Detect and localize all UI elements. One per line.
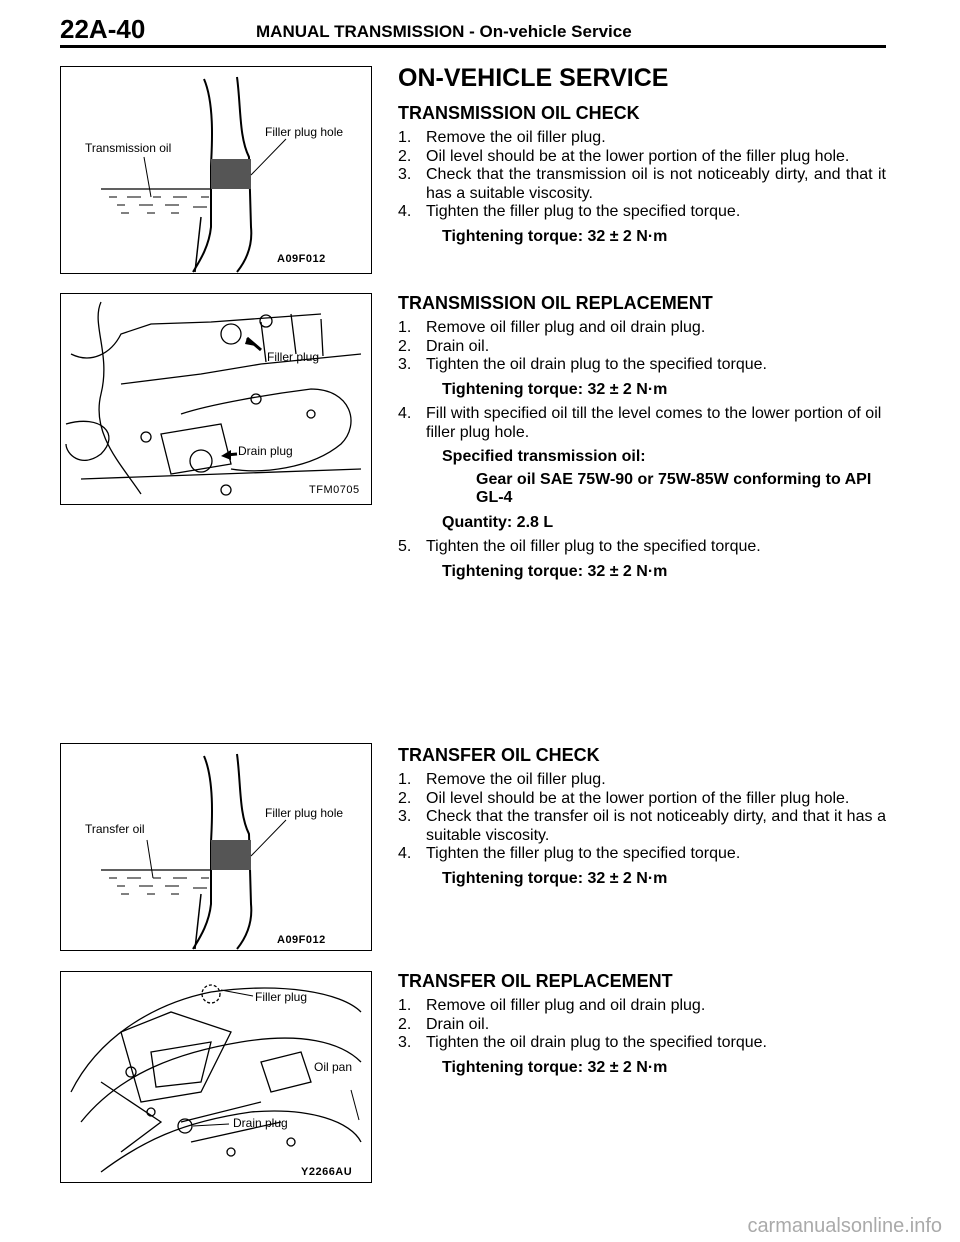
transmission-case-illustration — [65, 301, 362, 496]
figure-code: TFM0705 — [309, 484, 360, 496]
figure-transmission-oil-replacement: Filler plug Drain plug TFM0705 — [60, 293, 372, 505]
figure-transfer-oil-check: Transfer oil Filler plug hole A09F012 — [60, 743, 372, 951]
torque-spec: Tightening torque: 32 ± 2 N·m — [442, 869, 668, 887]
filler-plug-hole-label: Filler plug hole — [265, 125, 344, 139]
step-4: 4.Tighten the filler plug to the specifi… — [398, 203, 741, 220]
step-2: 2.Drain oil. — [398, 1015, 490, 1033]
section-transmission-oil-replacement: TRANSMISSION OIL REPLACEMENT 1.Remove oi… — [398, 292, 886, 581]
step-1: 1.Remove oil filler plug and oil drain p… — [398, 997, 706, 1014]
torque-spec: Tightening torque: 32 ± 2 N·m — [442, 562, 668, 580]
header-divider — [60, 45, 886, 48]
step-1: 1.Remove the oil filler plug. — [398, 129, 606, 146]
page-title: MANUAL TRANSMISSION - On-vehicle Service — [256, 22, 632, 41]
drain-plug-label: Drain plug — [233, 1116, 288, 1130]
filler-plug-label: Filler plug — [255, 990, 308, 1004]
transmission-oil-label: Transmission oil — [85, 141, 172, 155]
filler-hole-diagram — [101, 753, 287, 950]
step-5: 5.Tighten the oil filler plug to the spe… — [398, 538, 761, 555]
step-2: 2.Drain oil. — [398, 337, 490, 355]
step-1: 1.Remove the oil filler plug. — [398, 771, 606, 788]
torque-spec: Tightening torque: 32 ± 2 N·m — [442, 227, 668, 245]
transfer-oil-label: Transfer oil — [85, 822, 145, 836]
step-2: 2.Oil level should be at the lower porti… — [398, 789, 850, 807]
section-heading: TRANSFER OIL REPLACEMENT — [398, 971, 673, 991]
watermark: carmanualsonline.info — [747, 1215, 942, 1237]
oil-pan-label: Oil pan — [314, 1060, 353, 1074]
main-heading: ON-VEHICLE SERVICE — [398, 64, 669, 92]
section-heading: TRANSMISSION OIL REPLACEMENT — [398, 293, 713, 313]
filler-plug-label: Filler plug — [267, 350, 320, 364]
step-3: 3.Tighten the oil drain plug to the spec… — [398, 356, 767, 373]
transfer-case-illustration — [70, 984, 362, 1173]
figure-code: A09F012 — [277, 934, 326, 946]
figure-code: Y2266AU — [301, 1166, 353, 1178]
torque-spec: Tightening torque: 32 ± 2 N·m — [442, 380, 668, 398]
section-heading: TRANSMISSION OIL CHECK — [398, 103, 640, 123]
oil-quantity: Quantity: 2.8 L — [442, 513, 554, 531]
figure-transmission-oil-check: Transmission oil Filler plug hole A09F01… — [60, 66, 372, 274]
page-number: 22A-40 — [60, 14, 146, 44]
oil-spec-label: Specified transmission oil: — [442, 448, 646, 465]
oil-spec-value: Gear oil SAE 75W-90 or 75W-85W conformin… — [476, 470, 872, 507]
step-3: 3.Tighten the oil drain plug to the spec… — [398, 1034, 767, 1051]
torque-spec: Tightening torque: 32 ± 2 N·m — [442, 1058, 668, 1076]
drain-plug-label: Drain plug — [238, 444, 293, 458]
section-transmission-oil-check: ON-VEHICLE SERVICE TRANSMISSION OIL CHEC… — [398, 64, 886, 246]
section-heading: TRANSFER OIL CHECK — [398, 745, 600, 765]
filler-plug-hole-label: Filler plug hole — [265, 806, 344, 820]
filler-hole-diagram — [101, 76, 287, 273]
step-3: 3.Check that the transmission oil is not… — [398, 166, 886, 202]
step-4: 4.Fill with specified oil till the level… — [398, 405, 882, 441]
step-1: 1.Remove oil filler plug and oil drain p… — [398, 319, 706, 336]
step-2: 2.Oil level should be at the lower porti… — [398, 147, 850, 165]
step-3: 3.Check that the transfer oil is not not… — [398, 808, 886, 844]
section-transfer-oil-check: TRANSFER OIL CHECK 1.Remove the oil fill… — [398, 744, 886, 888]
step-4: 4.Tighten the filler plug to the specifi… — [398, 845, 741, 862]
section-transfer-oil-replacement: TRANSFER OIL REPLACEMENT 1.Remove oil fi… — [398, 970, 886, 1077]
figure-code: A09F012 — [277, 253, 326, 265]
figure-transfer-oil-replacement: Filler plug Oil pan Drain plug Y2266AU — [60, 971, 372, 1183]
